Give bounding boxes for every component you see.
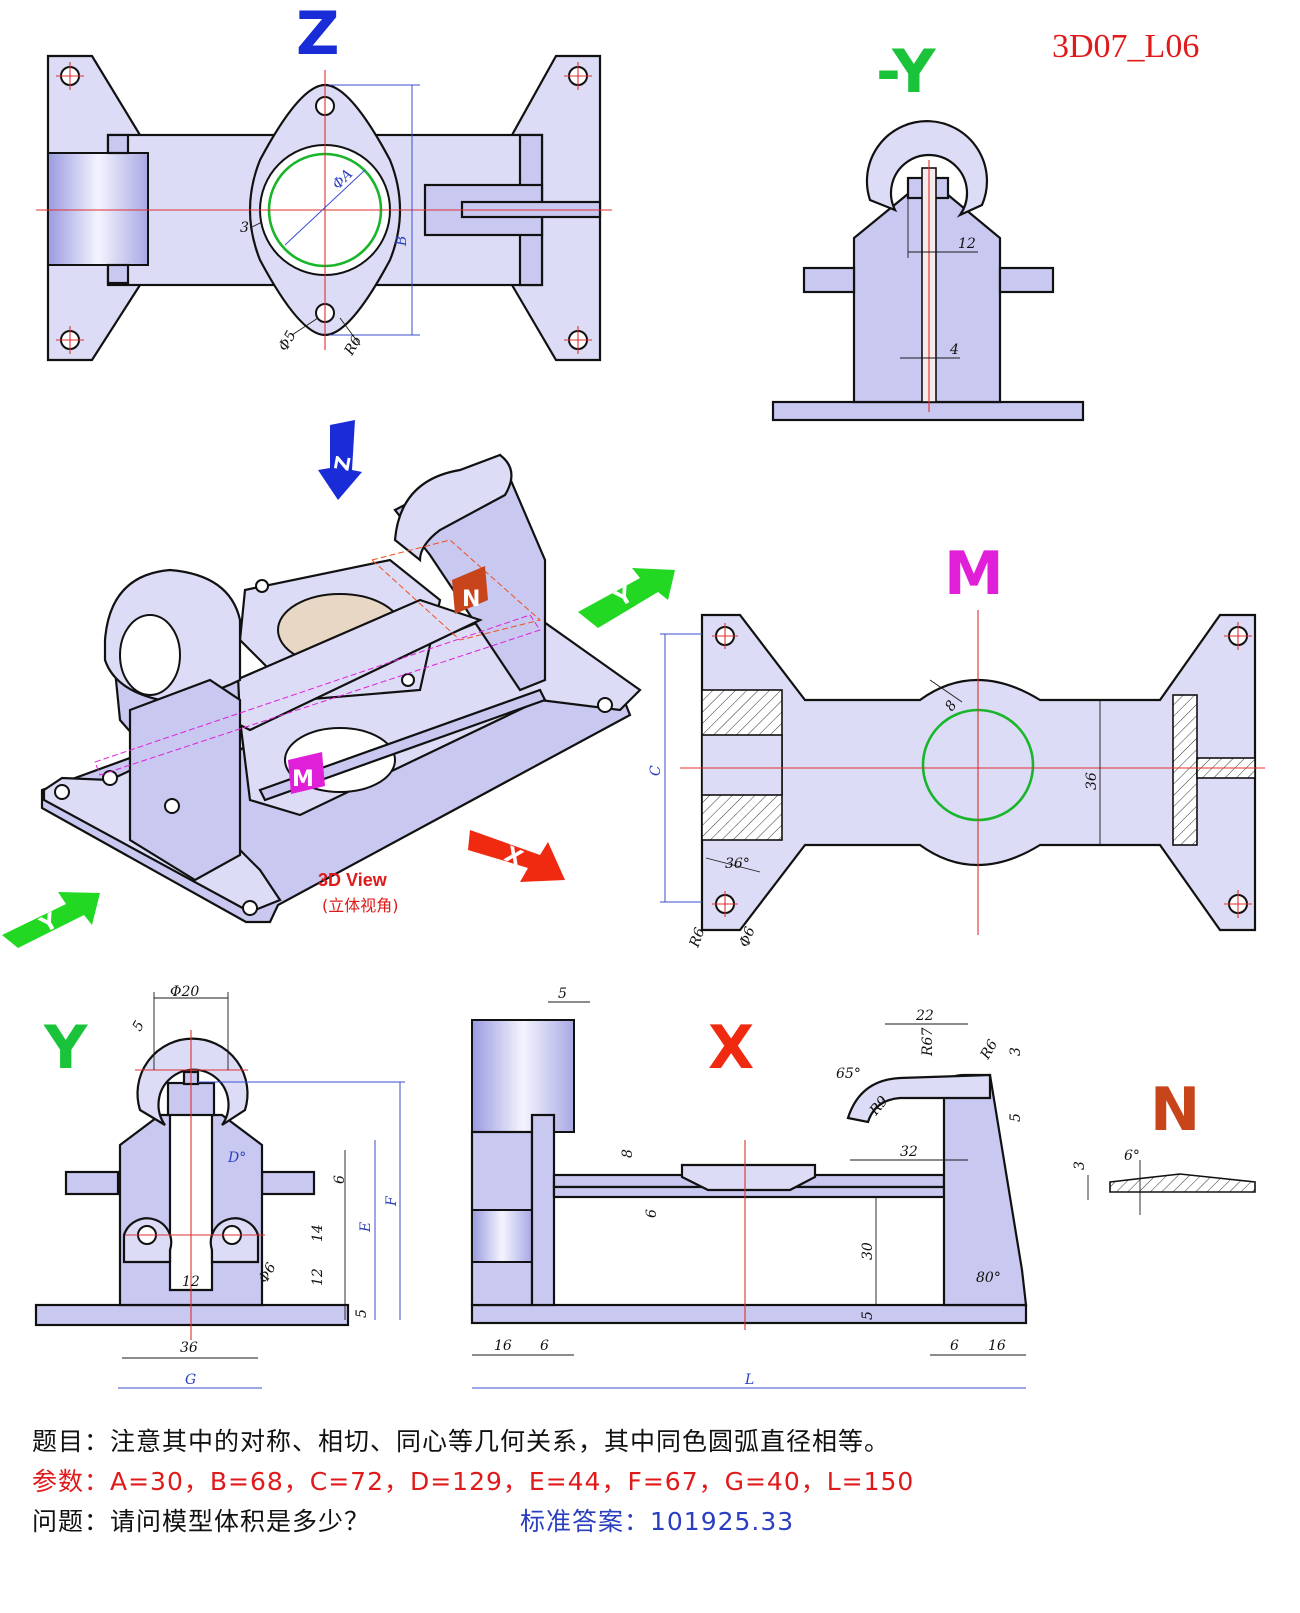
drawing-code: 3D07_L06 [1052,28,1200,65]
dim-y-14: 14 [310,1224,326,1242]
parameter-list: 参数：A=30，B=68，C=72，D=129，E=44，F=67，G=40，L… [32,1467,915,1496]
x-view: 5 22 R67 R6 3 65° R9 5 32 8 6 30 80° 5 1… [470,986,1028,1389]
problem-statement: 题目：注意其中的对称、相切、同心等几何关系，其中同色圆弧直径相等。 [32,1427,891,1456]
dim-neg-y-4: 4 [949,342,959,358]
dim-x-6-left: 6 [540,1338,549,1354]
dim-m-r6: R6 [686,926,708,951]
dim-x-16-right: 16 [988,1338,1006,1354]
dim-x-30: 30 [860,1242,876,1260]
dim-g: G [185,1372,196,1388]
dim-x-r6: R6 [977,1037,1001,1063]
n-view: 6° 3 [1072,1148,1256,1215]
view-label-n: N [1150,1075,1200,1145]
dim-f: F [384,1195,400,1207]
y-view: Φ20 5 D° 6 E F 14 Φ6 12 12 5 36 G [34,984,405,1389]
direction-arrows: Z N Y M X Y [2,420,675,948]
dim-y-phi20: Φ20 [170,984,199,1000]
arrow-n-label: N [462,587,480,612]
arrow-z-label: Z [329,454,355,472]
dim-l: L [744,1372,754,1388]
dim-y-5-base: 5 [354,1309,370,1318]
dim-x-22: 22 [915,1008,934,1024]
dim-m-36deg: 36° [725,856,750,872]
view-label-z: Z [296,0,340,69]
m-view: C 8 36 36° R6 Φ6 [648,610,1265,950]
3d-view-title: 3D View [318,870,387,890]
neg-y-view: 12 4 [771,120,1085,422]
dim-x-65deg: 65° [836,1066,861,1082]
view-label-x: X [708,1013,754,1083]
dim-m-phi6: Φ6 [737,925,759,950]
dim-x-80deg: 80° [976,1270,1001,1286]
view-label-neg-y: -Y [876,37,937,107]
view-label-y: Y [43,1013,89,1083]
z-view: ΦA B 3 Φ5 R6 [36,54,612,362]
standard-answer: 标准答案：101925.33 [520,1507,795,1536]
dim-x-6: 6 [644,1209,660,1218]
dim-b: B [394,236,410,247]
3d-view [40,453,642,924]
dim-r6: R6 [341,333,365,359]
dim-3: 3 [240,220,249,236]
dim-y-12-slot: 12 [182,1274,200,1290]
dim-neg-y-12: 12 [958,236,976,252]
dim-m-36: 36 [1084,772,1100,790]
dim-x-r67: R67 [920,1028,936,1057]
dim-x-8: 8 [620,1149,636,1158]
dim-y-5: 5 [130,1018,148,1034]
dim-x-16-left: 16 [494,1338,512,1354]
question-text: 问题：请问模型体积是多少？ [32,1507,371,1536]
view-label-m: M [944,539,1004,609]
dim-x-3: 3 [1008,1047,1024,1056]
dim-n-3: 3 [1072,1161,1088,1170]
dim-d: D° [227,1150,246,1166]
dim-y-12: 12 [310,1268,326,1286]
arrow-m-label: M [292,767,314,792]
dim-y-6: 6 [332,1175,348,1184]
3d-view-subtitle: (立体视角) [322,896,399,915]
dim-n-6deg: 6° [1124,1148,1140,1164]
dim-e: E [358,1222,374,1233]
dim-x-5-top: 5 [558,986,567,1002]
dim-c: C [648,765,664,776]
dim-x-6-right: 6 [950,1338,959,1354]
dim-x-32: 32 [900,1144,918,1160]
dim-x-5-right: 5 [1008,1113,1024,1122]
dim-y-36: 36 [180,1340,198,1356]
dim-x-5-base: 5 [860,1311,876,1320]
